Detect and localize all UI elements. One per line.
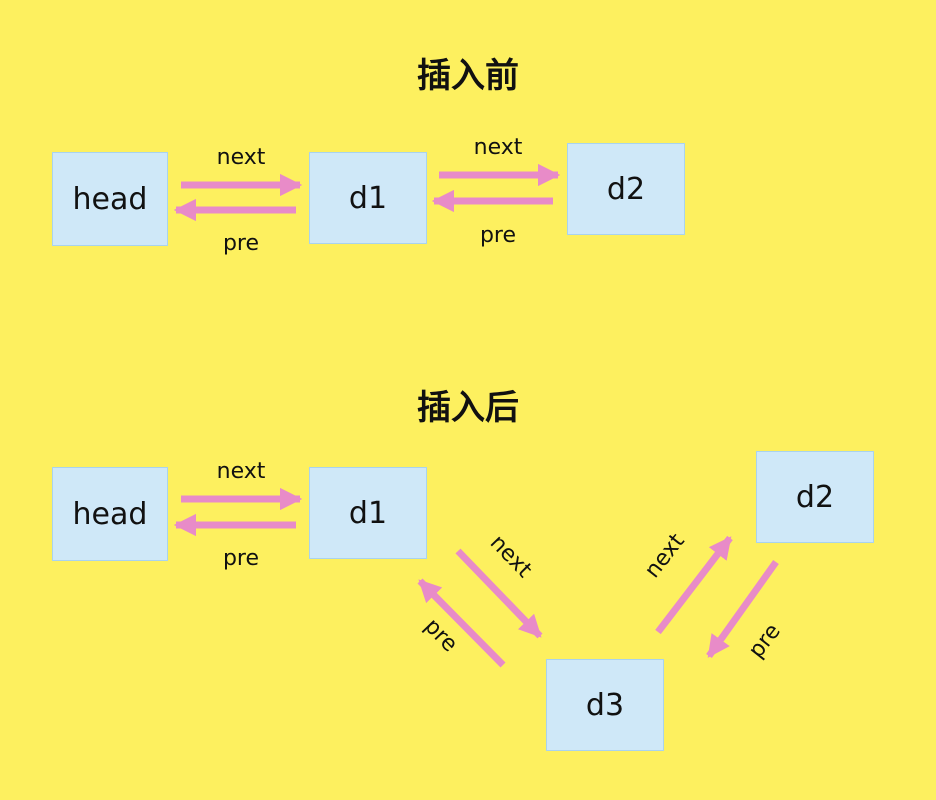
after-node-d2: d2 (756, 451, 874, 543)
before-node-d1: d1 (309, 152, 427, 244)
before-label-d2-d1-pre: pre (480, 223, 516, 248)
after-edge-d3-d1-pre (417, 578, 506, 668)
before-label-d1-head-pre: pre (223, 231, 259, 256)
after-label-d2-d3-pre: pre (744, 619, 786, 663)
after-node-d3: d3 (546, 659, 664, 751)
after-edge-d3-d2-next (655, 535, 733, 635)
before-title: 插入前 (417, 56, 519, 96)
before-node-d2: d2 (567, 143, 685, 235)
after-label-head-d1-next: next (217, 459, 266, 484)
after-node-d1: d1 (309, 467, 427, 559)
after-title: 插入后 (417, 388, 519, 428)
before-label-head-d1-next: next (217, 145, 266, 170)
after-node-head: head (52, 467, 168, 561)
after-label-d1-head-pre: pre (223, 546, 259, 571)
before-node-head: head (52, 152, 168, 246)
before-label-d1-d2-next: next (474, 135, 523, 160)
after-label-d1-d3-next: next (485, 530, 537, 583)
after-label-d3-d2-next: next (640, 529, 690, 583)
after-edge-d2-d3-pre (706, 559, 779, 659)
after-edge-d1-d3-next (455, 548, 543, 639)
